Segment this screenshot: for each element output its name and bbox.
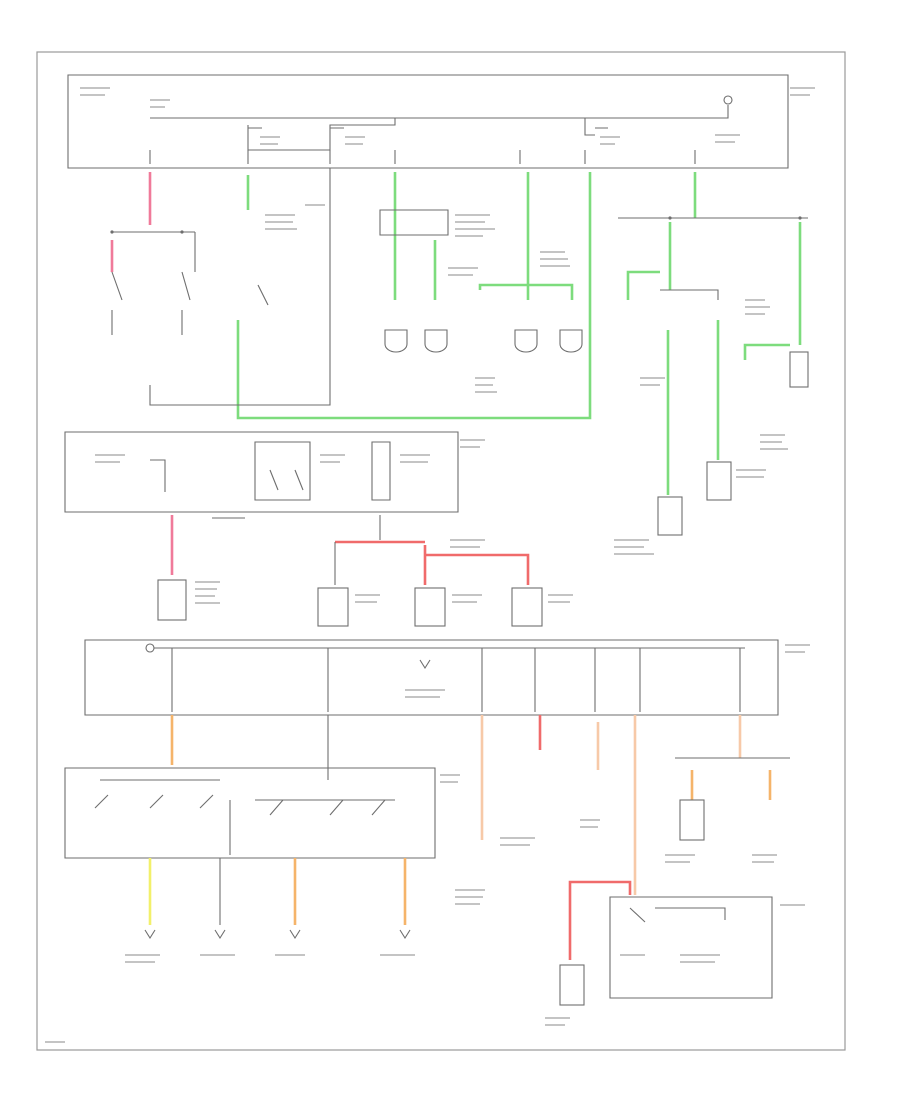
bottom-drops: [144, 858, 411, 940]
green-wires-top: [236, 172, 802, 495]
lower-switch-panel: [64, 767, 436, 859]
middle-distribution: [317, 515, 543, 627]
bottom-right-module: [559, 799, 773, 1006]
diagram-frame: [36, 51, 846, 1051]
top-switch-group: [110, 168, 331, 406]
label-marks: [45, 87, 815, 1043]
middle-fuse-box: [64, 431, 459, 519]
top-bulbs: [384, 329, 809, 536]
top-fuse-box: [67, 74, 789, 169]
lower-wires: [170, 715, 790, 895]
lower-fuse-box: [84, 639, 779, 716]
top-relay-box: [379, 209, 808, 300]
